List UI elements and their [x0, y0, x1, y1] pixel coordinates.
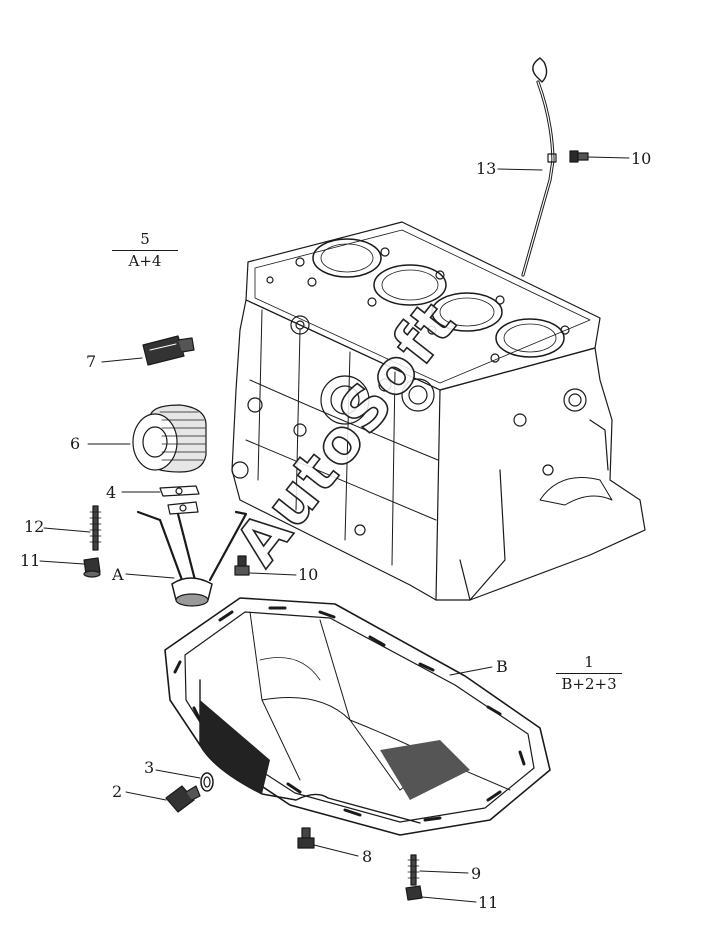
dipstick: [521, 57, 557, 277]
callout-9-pan-stud: 9: [471, 864, 482, 883]
group-5-contents: A+4: [128, 252, 162, 270]
stud: [89, 505, 102, 551]
drain-plug: [165, 785, 201, 813]
oil-filter: [132, 404, 207, 473]
stud-nut: [83, 557, 101, 578]
callout-10-dipstick-bolt: 10: [631, 149, 652, 168]
oil-pan: [164, 597, 551, 836]
oil-strainer: [136, 501, 248, 607]
pan-bolt: [297, 827, 315, 849]
group-1-contents: B+2+3: [561, 675, 617, 693]
callout-6-oil-filter: 6: [70, 434, 81, 453]
callout-2-drain-plug: 2: [112, 782, 123, 801]
pan-stud: [407, 854, 420, 886]
group-5-rule: [112, 250, 178, 251]
callout-8-pan-bolt: 8: [362, 847, 373, 866]
callout-10-bracket-bolt: 10: [298, 565, 319, 584]
pan-nut: [405, 885, 423, 901]
callout-11-pan-nut: 11: [478, 893, 499, 912]
dipstick-bolt: [569, 150, 589, 163]
group-1-number: 1: [584, 653, 594, 671]
callout-3-washer: 3: [144, 758, 155, 777]
callout-11-stud-nut: 11: [20, 551, 41, 570]
group-1-label: 1 B+2+3: [544, 655, 634, 692]
group-5-number: 5: [140, 230, 150, 248]
callout-13-dipstick: 13: [476, 159, 497, 178]
temperature-sensor: [142, 335, 195, 366]
group-5-label: 5 A+4: [100, 232, 190, 269]
callout-B-oil-pan: B: [496, 657, 508, 676]
gasket: [159, 485, 200, 497]
callout-7-temp-sensor: 7: [86, 352, 97, 371]
group-1-rule: [556, 673, 622, 674]
engine-block: [231, 221, 646, 601]
washer: [200, 772, 214, 792]
leader-lines: [39, 156, 630, 903]
callout-4-gasket: 4: [106, 483, 117, 502]
bracket-bolt: [234, 555, 250, 576]
callout-12-stud: 12: [24, 517, 45, 536]
callout-A-strainer: A: [112, 565, 124, 584]
